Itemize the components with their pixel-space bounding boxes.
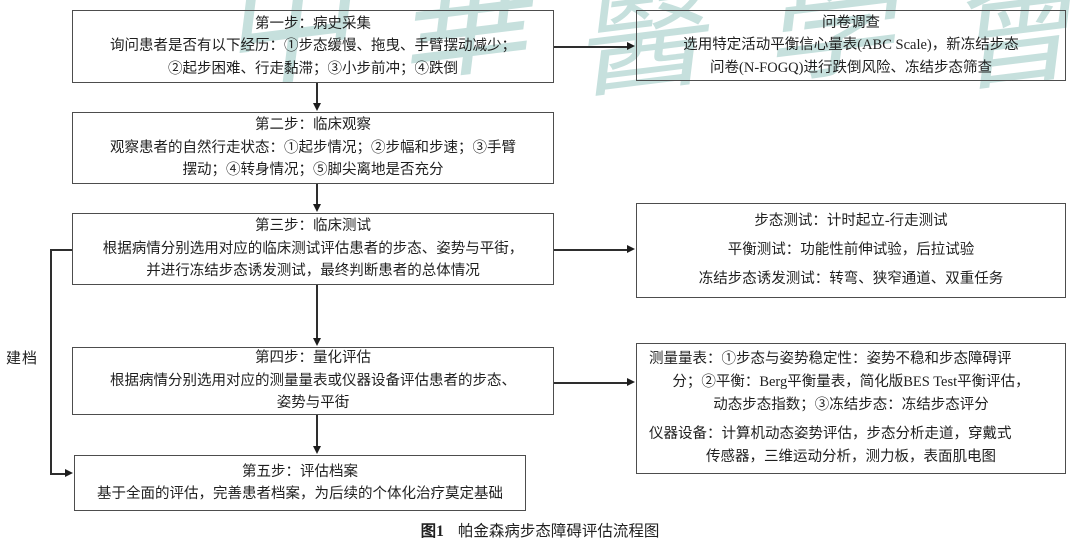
step2-line: 观察患者的自然行走状态：①起步情况；②步幅和步速；③手臂 — [110, 139, 516, 156]
scales-line: 分；②平衡：Berg平衡量表，简化版BES Test平衡评估， — [672, 374, 1030, 391]
step5-line: 基于全面的评估，完善患者档案，为后续的个体化治疗莫定基础 — [97, 486, 503, 502]
scales-line: 测量量表：①步态与姿势稳定性：姿势不稳和步态障碍评 — [649, 351, 1012, 368]
devices-line: 传感器，三维运动分析，测力板，表面肌电图 — [706, 448, 996, 465]
questionnaire-title: 问卷调查 — [822, 14, 880, 31]
scales-devices-box: 测量量表：①步态与姿势稳定性：姿势不稳和步态障碍评 分；②平衡：Berg平衡量表… — [636, 343, 1066, 474]
arrow-step1-questionnaire-head — [627, 42, 635, 50]
step1-line: ②起步困难、行走黏滞；③小步前冲；④跌倒 — [168, 60, 458, 77]
arrow-step4-step5-line — [316, 415, 318, 447]
step5-archive-box: 第五步：评估档案 基于全面的评估，完善患者档案，为后续的个体化治疗莫定基础 — [74, 455, 526, 511]
questionnaire-line: 问卷(N-FOGQ)进行跌倒风险、冻结步态筛查 — [710, 59, 992, 76]
questionnaire-box: 问卷调查 选用特定活动平衡信心量表(ABC Scale)，新冻结步态 问卷(N-… — [636, 10, 1066, 81]
gait-test-line: 步态测试：计时起立-行走测试 — [754, 213, 948, 229]
step4-line: 姿势与平街 — [276, 395, 350, 412]
step2-observation-box: 第二步：临床观察 观察患者的自然行走状态：①起步情况；②步幅和步速；③手臂 摆动… — [72, 112, 554, 184]
step1-history-box: 第一步：病史采集 询问患者是否有以下经历：①步态缓慢、拖曳、手臂摆动减少； ②起… — [72, 10, 554, 83]
archive-bracket-arrow-head — [65, 469, 73, 477]
step3-line: 并进行冻结步态诱发测试，最终判断患者的总体情况 — [146, 263, 480, 280]
step2-line: 摆动；④转身情况；⑤脚尖离地是否充分 — [182, 162, 444, 179]
clinical-tests-detail-box: 步态测试：计时起立-行走测试 平衡测试：功能性前伸试验，后拉试验 冻结步态诱发测… — [636, 203, 1066, 298]
balance-test-line: 平衡测试：功能性前伸试验，后拉试验 — [727, 242, 975, 258]
arrow-step3-tests-head — [627, 245, 635, 253]
archive-bracket-top-line — [50, 249, 72, 251]
figure-caption: 图1 帕金森病步态障碍评估流程图 — [0, 519, 1080, 541]
step3-line: 根据病情分别选用对应的临床测试评估患者的步态、姿势与平街， — [102, 240, 524, 257]
arrow-step3-step4-line — [316, 285, 318, 339]
step3-title: 第三步：临床测试 — [255, 218, 371, 235]
archive-bracket-vertical-line — [50, 249, 52, 474]
step4-title: 第四步：量化评估 — [255, 350, 371, 367]
figure-number: 图1 — [420, 523, 444, 540]
arrow-step1-step2-line — [316, 83, 318, 104]
fog-test-line: 冻结步态诱发测试：转弯、狭窄通道、双重任务 — [698, 271, 1004, 287]
step1-title: 第一步：病史采集 — [255, 15, 371, 32]
figure-title: 帕金森病步态障碍评估流程图 — [457, 523, 660, 540]
step4-line: 根据病情分别选用对应的测量量表或仪器设备评估患者的步态、 — [110, 372, 516, 389]
archive-label: 建档 — [6, 351, 39, 367]
arrow-step1-questionnaire-line — [554, 46, 628, 48]
arrow-step2-step3-head — [312, 204, 321, 212]
arrow-step1-step2-head — [312, 103, 321, 111]
step5-title: 第五步：评估档案 — [242, 463, 358, 480]
step1-line: 询问患者是否有以下经历：①步态缓慢、拖曳、手臂摆动减少； — [110, 38, 516, 55]
step4-quantitative-box: 第四步：量化评估 根据病情分别选用对应的测量量表或仪器设备评估患者的步态、 姿势… — [72, 347, 554, 415]
arrow-step3-step4-head — [312, 338, 321, 346]
arrow-step3-tests-line — [554, 249, 628, 251]
arrow-step4-scales-line — [554, 382, 628, 384]
arrow-step4-scales-head — [627, 378, 635, 386]
questionnaire-line: 选用特定活动平衡信心量表(ABC Scale)，新冻结步态 — [683, 37, 1019, 54]
devices-line: 仪器设备：计算机动态姿势评估，步态分析走道，穿戴式 — [649, 425, 1012, 442]
arrow-step2-step3-line — [316, 184, 318, 205]
step2-title: 第二步：临床观察 — [255, 117, 371, 134]
scales-line: 动态步态指数；③冻结步态：冻结步态评分 — [713, 397, 989, 414]
arrow-step4-step5-head — [312, 446, 321, 454]
archive-bracket-bottom-line — [50, 473, 66, 475]
step3-clinical-test-box: 第三步：临床测试 根据病情分别选用对应的临床测试评估患者的步态、姿势与平街， 并… — [72, 213, 554, 285]
